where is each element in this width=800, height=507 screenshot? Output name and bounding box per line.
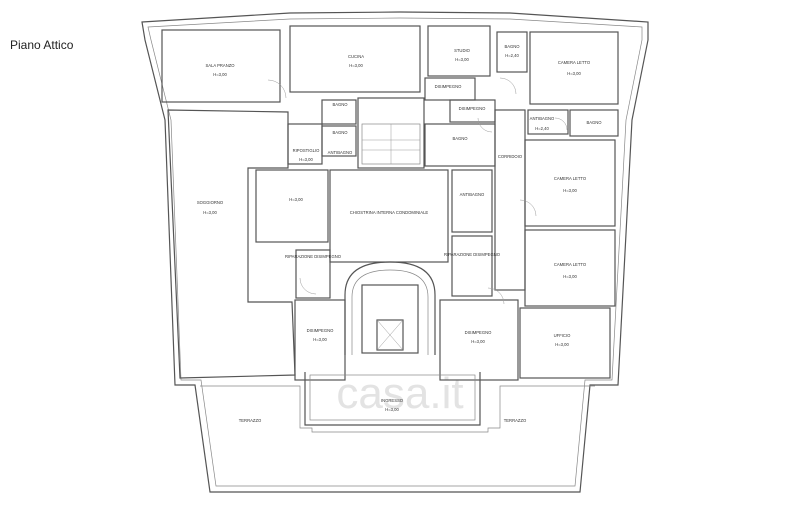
room-label: INGRESSO — [381, 398, 404, 403]
room-height: H=3,00 — [567, 71, 581, 76]
room-label: RIPOSTIGLIO — [293, 148, 321, 153]
room-height: H=3,00 — [203, 210, 217, 215]
room-label: SOGGIORNO — [197, 200, 224, 205]
room-label: DISIMPEGNO — [307, 328, 334, 333]
room-height: H=3,00 — [213, 72, 227, 77]
room-label: BAGNO — [586, 120, 602, 125]
room-height: H=2,40 — [535, 126, 549, 131]
room-height: H=3,00 — [289, 197, 303, 202]
room-label: BAGNO — [452, 136, 468, 141]
room-height: H=3,00 — [349, 63, 363, 68]
room-label: TERRAZZO — [239, 418, 262, 423]
room-label: RIPARAZIONE DISIMPEGNO — [444, 252, 501, 257]
room-label: RIPARAZIONE DISIMPEGNO — [285, 254, 342, 259]
room-height: H=3,00 — [385, 407, 399, 412]
room-label: ANTIBAGNO — [460, 192, 485, 197]
room-height: H=3,00 — [563, 188, 577, 193]
room-label: SALA PRANZO — [205, 63, 235, 68]
room-label: UFFICIO — [554, 333, 571, 338]
room-label: TERRAZZO — [504, 418, 527, 423]
room-label: DISIMPEGNO — [459, 106, 486, 111]
room-label: DISIMPEGNO — [465, 330, 492, 335]
room-height: H=3,00 — [455, 57, 469, 62]
room-label: STUDIO — [454, 48, 471, 53]
room-label: CAMERA LETTO — [558, 60, 591, 65]
room-label: DISIMPEGNO — [435, 84, 462, 89]
plan-title: Piano Attico — [10, 38, 74, 52]
room-height: H=3,00 — [299, 157, 313, 162]
watermark: casa.it — [336, 369, 463, 418]
room-label: CUCINA — [348, 54, 364, 59]
room-label: BAGNO — [332, 130, 348, 135]
room-label: CHIOSTRINA INTERNA CONDOMINIALE — [350, 210, 429, 215]
room-label: CORRIDOIO — [498, 154, 523, 159]
room-height: H=3,00 — [471, 339, 485, 344]
room-label: CAMERA LETTO — [554, 176, 587, 181]
room-label: CAMERA LETTO — [554, 262, 587, 267]
room-label: ANTIBAGNO — [530, 116, 555, 121]
room-label: BAGNO — [332, 102, 348, 107]
room-height: H=3,00 — [555, 342, 569, 347]
room-height: H=3,00 — [313, 337, 327, 342]
room-label: BAGNO — [504, 44, 520, 49]
room-height: H=2,40 — [505, 53, 519, 58]
room-label: ANTIBAGNO — [328, 150, 353, 155]
room-labels: SALA PRANZO H=3,00 CUCINA H=3,00 STUDIO … — [197, 44, 602, 423]
room-height: H=3,00 — [563, 274, 577, 279]
